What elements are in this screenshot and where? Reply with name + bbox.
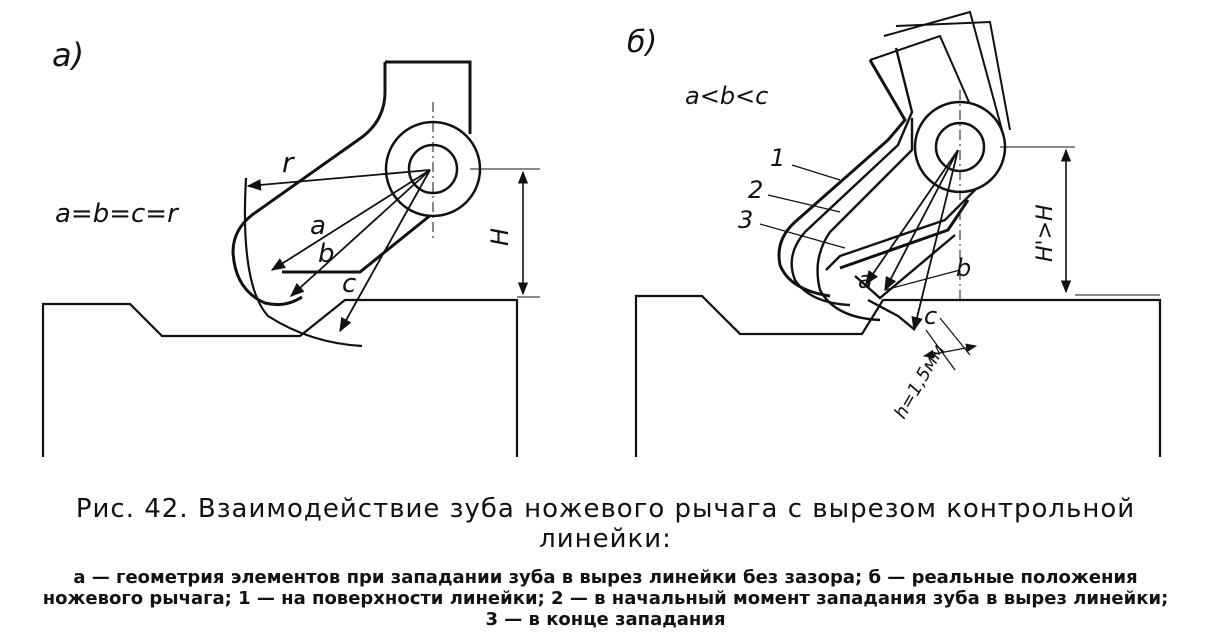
panel-a-formula: a=b=c=r xyxy=(55,199,180,229)
label-b-b: b xyxy=(956,254,971,282)
vector-c-b xyxy=(911,149,959,332)
label-c-a: c xyxy=(342,269,356,299)
lever-top-3 xyxy=(895,20,1011,131)
leader-1 xyxy=(791,164,841,181)
panel-a-tag: a) xyxy=(52,36,84,74)
label-a-a: a xyxy=(310,211,326,241)
leader-3 xyxy=(759,223,846,249)
label-2-b: 2 xyxy=(748,176,763,204)
label-h-a: H xyxy=(486,228,514,246)
panel-a: a) a=b=c=r r a b c H xyxy=(41,36,540,457)
tooth-tip xyxy=(867,298,916,331)
lever-body-3 xyxy=(816,118,914,322)
ruler-b xyxy=(634,294,1162,457)
label-3-b: 3 xyxy=(738,206,753,234)
label-1-b: 1 xyxy=(770,144,785,172)
figure-caption-legend: а — геометрия элементов при западании зу… xyxy=(42,567,1169,630)
ruler-b-dashed xyxy=(705,299,741,334)
label-c-b: c xyxy=(924,302,937,330)
dim-small-h-arrow xyxy=(922,343,978,359)
label-small-h: h=1,5мм xyxy=(890,341,949,423)
lever-arm-a xyxy=(231,60,472,306)
vector-a-a xyxy=(270,169,431,271)
lever-body-2 xyxy=(790,47,914,307)
radius-arc-a xyxy=(243,177,363,348)
panel-b-formula: a<b<c xyxy=(685,82,768,110)
tooth-3 xyxy=(854,234,956,300)
tooth-2 xyxy=(825,189,976,271)
tooth-1 xyxy=(839,199,970,270)
leader-b xyxy=(884,269,961,291)
vector-c-a xyxy=(339,169,431,333)
vector-b-a xyxy=(289,169,431,297)
label-a-b: a xyxy=(858,266,873,294)
leader-2 xyxy=(767,194,841,213)
label-b-a: b xyxy=(318,239,335,269)
vector-a-b xyxy=(865,149,959,286)
lever-top-2 xyxy=(883,10,1003,131)
label-r-a: r xyxy=(282,146,295,179)
panel-b: б) a<b<c xyxy=(627,10,1162,457)
figure-drawing: a) a=b=c=r r a b c H б) a<b<c xyxy=(41,10,1162,457)
label-h-b: H'>H xyxy=(1033,204,1058,262)
vector-b-b xyxy=(884,149,959,292)
panel-b-tag: б) xyxy=(627,25,657,60)
vector-r-a xyxy=(246,169,431,191)
tooth-edge-a xyxy=(282,212,433,274)
figure-caption-title: Рис. 42. Взаимодействие зуба ножевого ры… xyxy=(75,494,1136,554)
ruler-a xyxy=(41,298,519,457)
lever-body-1 xyxy=(777,59,907,298)
